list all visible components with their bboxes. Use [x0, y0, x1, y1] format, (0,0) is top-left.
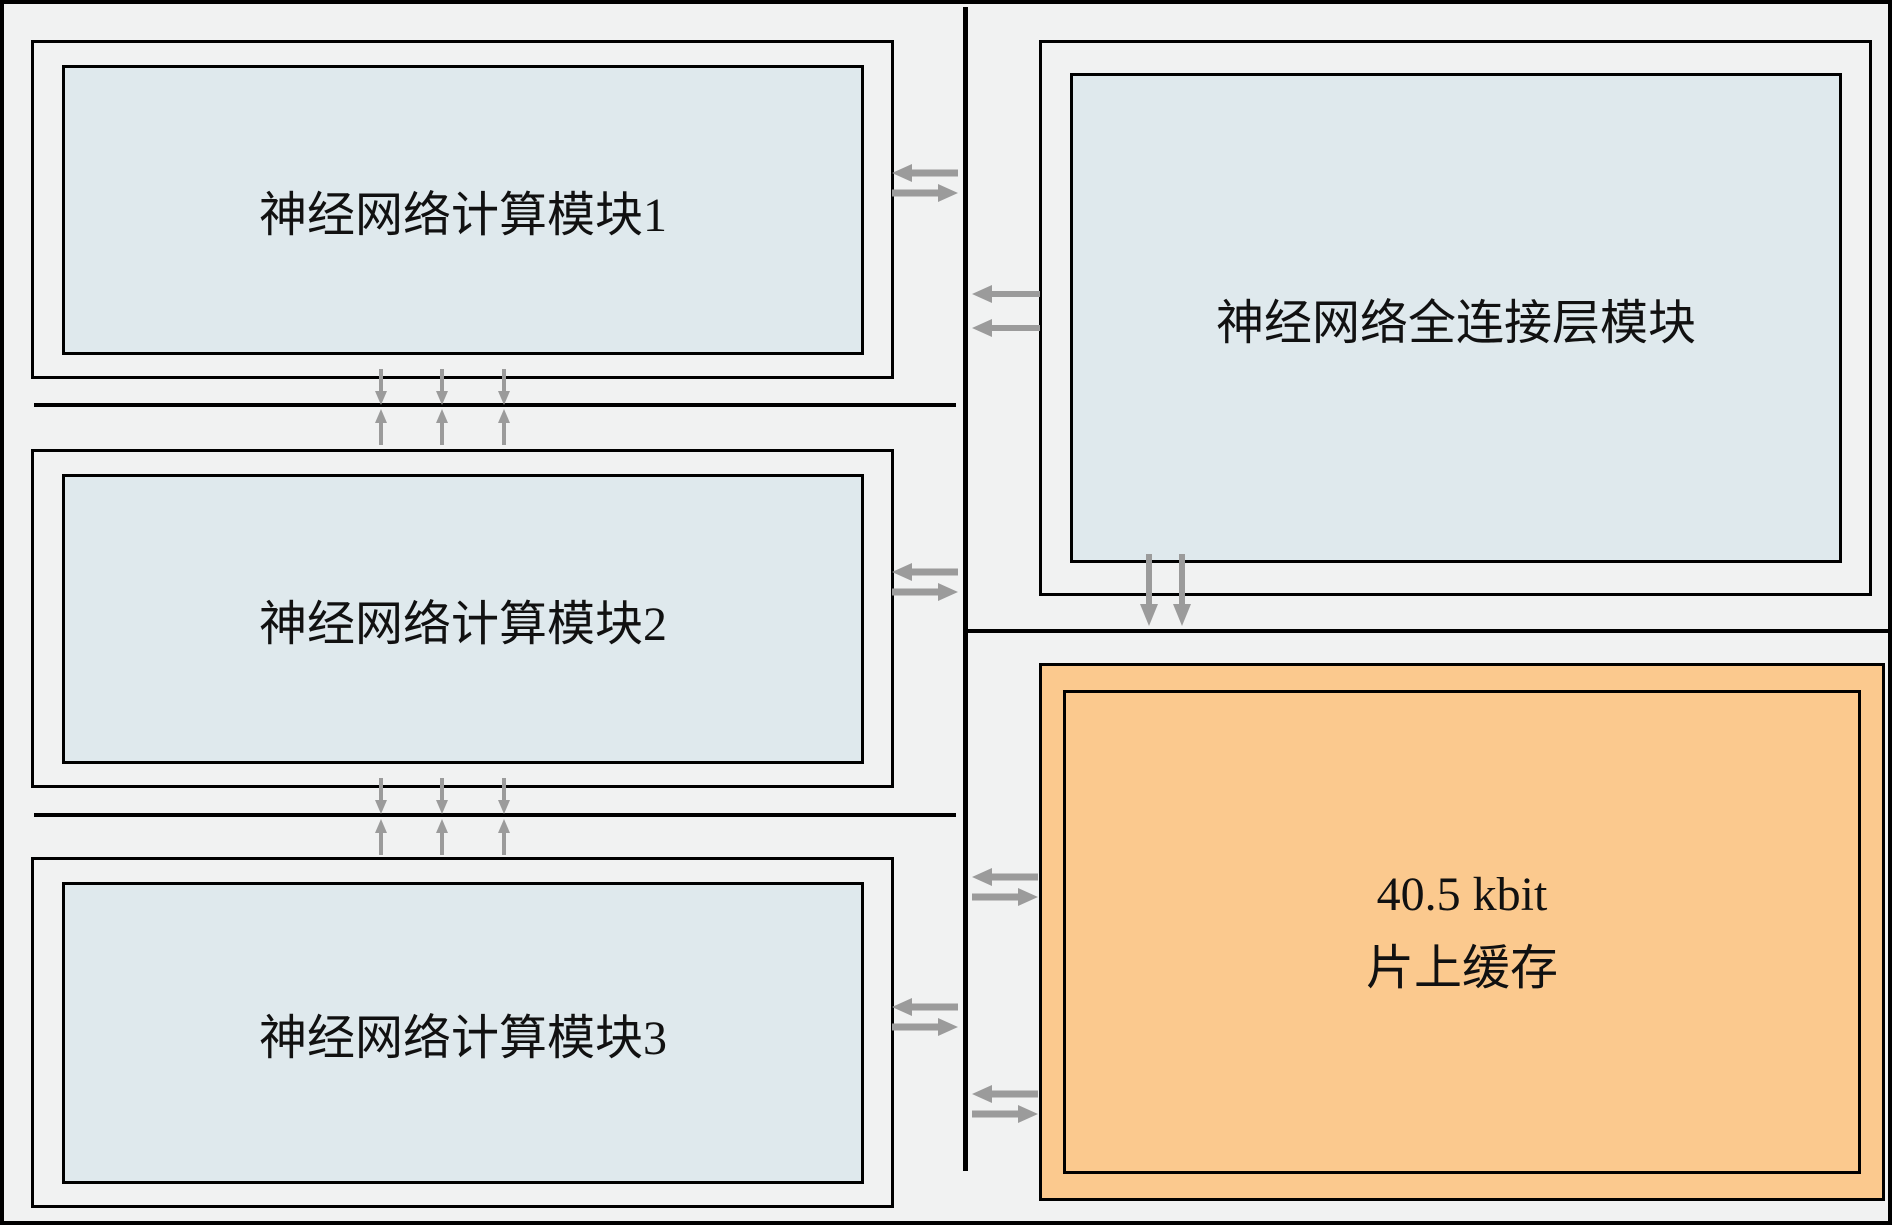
- cache-capacity-text: 40.5 kbit: [1376, 867, 1548, 921]
- down-arrow-m1-link-3-icon: [497, 369, 511, 405]
- cache-name-text: 片上缓存: [1365, 942, 1558, 995]
- down-arrow-m2-link-2-icon: [435, 778, 449, 814]
- fc-module-box: 神经网络全连接层模块: [1039, 40, 1872, 596]
- bidir-arrow-module2-bus-icon: [890, 560, 960, 604]
- bus-line: [963, 7, 968, 1171]
- bidir-arrow-bus-cache-upper-icon: [970, 865, 1040, 909]
- compute-module-1-inner-box: 神经网络计算模块1: [62, 65, 864, 355]
- compute-module-3-inner-box: 神经网络计算模块3: [62, 882, 864, 1184]
- compute-module-3-label: 神经网络计算模块3: [258, 1012, 667, 1065]
- compute-module-1-label: 神经网络计算模块1: [258, 189, 667, 242]
- down-arrow-fc-cache-1-icon: [1139, 554, 1159, 626]
- bidir-arrow-module3-bus-icon: [890, 995, 960, 1039]
- up-arrow-m3-link-2-icon: [435, 819, 449, 855]
- right-separator-line: [965, 629, 1888, 633]
- down-arrow-m1-link-2-icon: [435, 369, 449, 405]
- left-arrow-fc-bus-2-icon: [970, 318, 1040, 338]
- up-arrow-m2-link-3-icon: [497, 409, 511, 445]
- cache-inner-box: 40.5 kbit 片上缓存: [1063, 690, 1861, 1174]
- compute-module-1-box: 神经网络计算模块1: [31, 40, 894, 379]
- down-arrow-m2-link-1-icon: [374, 778, 388, 814]
- separator-line-2: [34, 813, 956, 817]
- left-arrow-fc-bus-1-icon: [970, 284, 1040, 304]
- fc-module-label: 神经网络全连接层模块: [1215, 297, 1696, 350]
- cache-box: 40.5 kbit 片上缓存: [1039, 663, 1885, 1201]
- compute-module-2-label: 神经网络计算模块2: [258, 598, 667, 651]
- cache-label: 40.5 kbit 片上缓存: [1366, 858, 1558, 1007]
- down-arrow-fc-cache-2-icon: [1172, 554, 1192, 626]
- up-arrow-m3-link-1-icon: [374, 819, 388, 855]
- fc-module-inner-box: 神经网络全连接层模块: [1070, 73, 1842, 563]
- bidir-arrow-module1-bus-icon: [890, 161, 960, 205]
- up-arrow-m2-link-2-icon: [435, 409, 449, 445]
- compute-module-2-box: 神经网络计算模块2: [31, 449, 894, 788]
- down-arrow-m1-link-1-icon: [374, 369, 388, 405]
- up-arrow-m2-link-1-icon: [374, 409, 388, 445]
- down-arrow-m2-link-3-icon: [497, 778, 511, 814]
- bidir-arrow-bus-cache-lower-icon: [970, 1082, 1040, 1126]
- separator-line-1: [34, 403, 956, 407]
- up-arrow-m3-link-3-icon: [497, 819, 511, 855]
- compute-module-3-box: 神经网络计算模块3: [31, 857, 894, 1208]
- compute-module-2-inner-box: 神经网络计算模块2: [62, 474, 864, 764]
